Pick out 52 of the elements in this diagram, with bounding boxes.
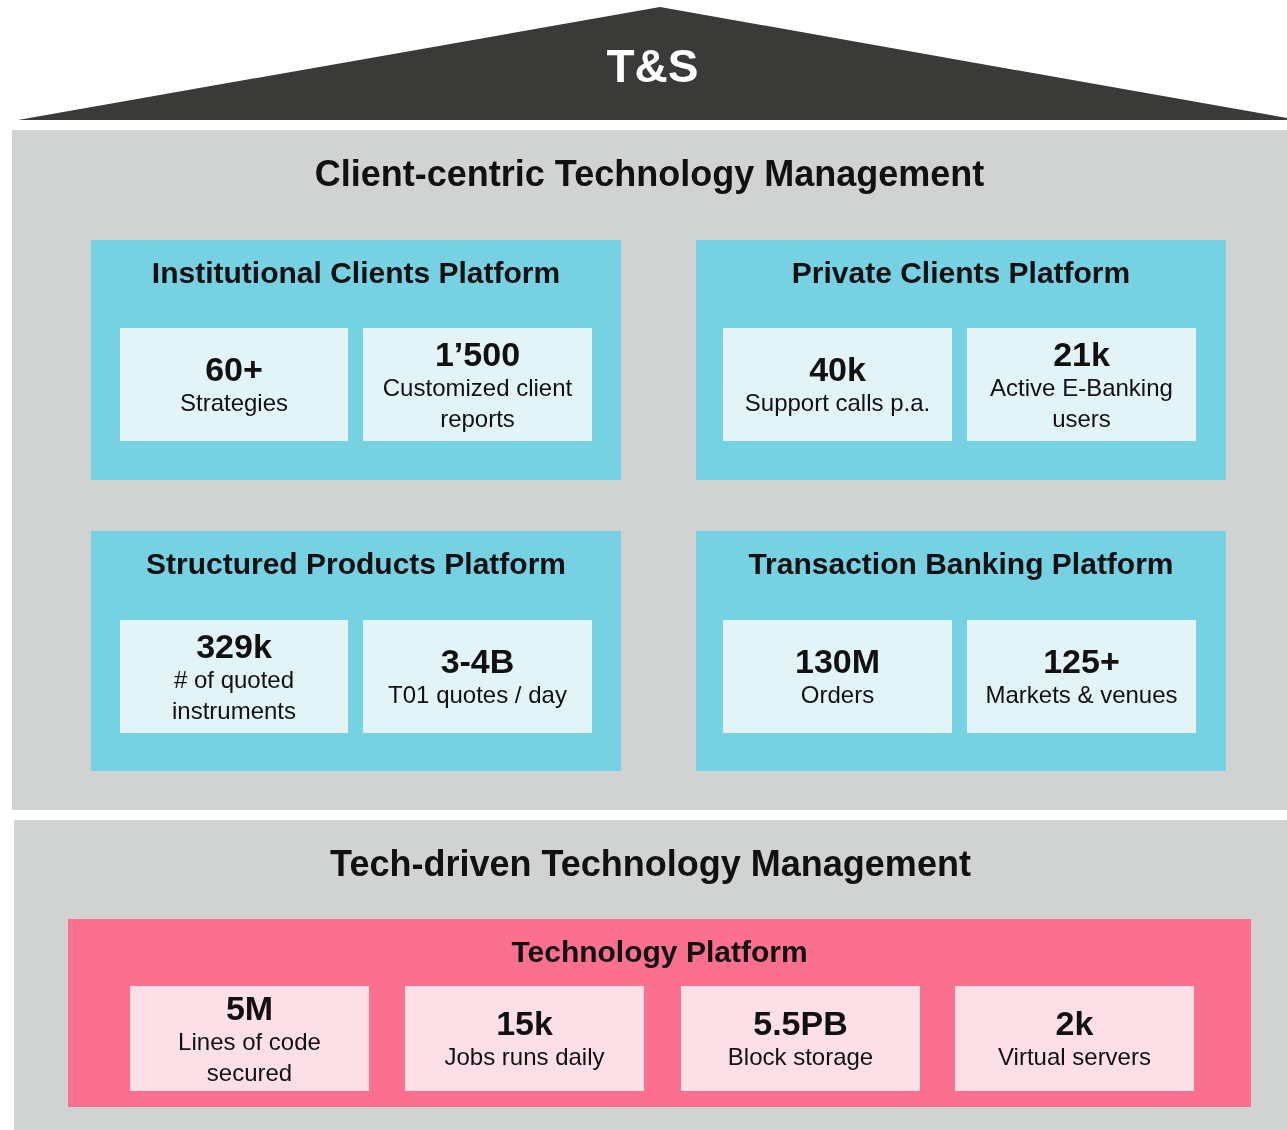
stat-card [967, 620, 1196, 733]
stat-card [967, 328, 1196, 441]
platform-panel [696, 240, 1226, 480]
stat-card [363, 328, 592, 441]
stat-label: # of quoted instruments [170, 664, 297, 726]
stat-label: Block storage [727, 1042, 874, 1072]
section-panel [14, 820, 1287, 1130]
stat-value: 21k [1053, 335, 1110, 372]
stat-value: 40k [809, 351, 866, 387]
stat-card [723, 620, 952, 733]
platform-title: Transaction Banking Platform [748, 547, 1174, 581]
stat-value: 329k [196, 627, 272, 664]
stat-value: 130M [794, 643, 881, 679]
stat-label: Lines of code secured [177, 1026, 322, 1088]
stat-label: Orders [800, 680, 875, 710]
section-panel [12, 130, 1287, 810]
stat-value: 5M [225, 989, 274, 1026]
section-title: Client-centric Technology Management [314, 154, 985, 194]
stat-card [120, 620, 348, 733]
stat-label: Customized client reports [381, 372, 574, 434]
stat-value: 15k [496, 1005, 553, 1041]
platform-panel [91, 531, 621, 771]
stat-label: Markets & venues [985, 680, 1178, 710]
stat-value: 2k [1055, 1005, 1094, 1041]
stat-value: 5.5PB [753, 1005, 848, 1041]
stat-value: 125+ [1043, 643, 1120, 679]
platform-panel [68, 919, 1251, 1107]
platform-panel [91, 240, 621, 480]
stat-card [681, 986, 920, 1091]
stat-label: Jobs runs daily [444, 1042, 605, 1072]
stat-card [955, 986, 1194, 1091]
platform-panel [696, 531, 1226, 771]
stat-label: Active E-Banking users [989, 372, 1174, 434]
stat-label: Support calls p.a. [744, 388, 931, 418]
section-title: Tech-driven Technology Management [330, 844, 971, 884]
platform-title: Private Clients Platform [791, 256, 1131, 290]
roof-banner [18, 7, 1287, 120]
platform-title: Institutional Clients Platform [151, 256, 561, 290]
stat-card [723, 328, 952, 441]
stat-card [130, 986, 369, 1091]
stat-label: T01 quotes / day [388, 680, 567, 710]
stat-value: 3-4B [440, 643, 515, 679]
stat-card [405, 986, 644, 1091]
stat-label: Virtual servers [998, 1042, 1151, 1072]
stat-card [120, 328, 348, 441]
stat-value: 1’500 [434, 335, 521, 372]
stat-label: Strategies [179, 388, 289, 418]
platform-title: Technology Platform [511, 935, 808, 969]
platform-title: Structured Products Platform [145, 547, 567, 581]
roof-title: T&S [606, 41, 699, 91]
stat-value: 60+ [205, 351, 263, 387]
stat-card [363, 620, 592, 733]
